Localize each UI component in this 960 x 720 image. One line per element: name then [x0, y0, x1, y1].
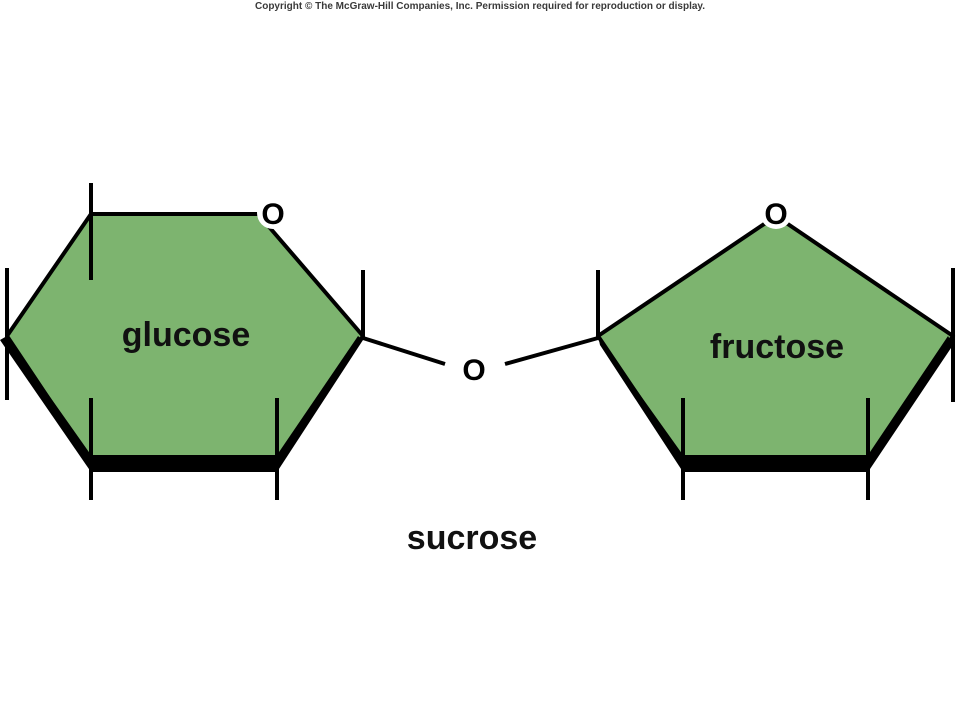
fructose-front-right-bond [868, 336, 953, 472]
glycosidic-bond-left [362, 336, 446, 366]
glucose-ring: O glucose [0, 183, 365, 500]
molecule-name: sucrose [407, 519, 537, 557]
fructose-ring-oxygen: O [764, 198, 787, 231]
fructose-ring-oxygen-bg [760, 197, 792, 229]
fructose-front-left-bond [598, 336, 683, 472]
glycosidic-linkage: O [362, 336, 599, 387]
glucose-front-bottom-bond [91, 455, 277, 472]
glycosidic-bond-right [504, 336, 599, 366]
glucose-ring-oxygen: O [261, 198, 284, 231]
glucose-front-right-bond [277, 336, 363, 472]
fructose-label: fructose [710, 328, 844, 366]
glucose-front-bond [0, 336, 91, 472]
glucose-label: glucose [122, 316, 250, 354]
fructose-ring: O fructose [596, 197, 955, 500]
fructose-front-bottom-bond [683, 455, 868, 472]
glycosidic-oxygen: O [462, 354, 485, 387]
copyright-notice: Copyright © The McGraw-Hill Companies, I… [254, 1, 706, 12]
glucose-ring-oxygen-bg [257, 197, 289, 229]
